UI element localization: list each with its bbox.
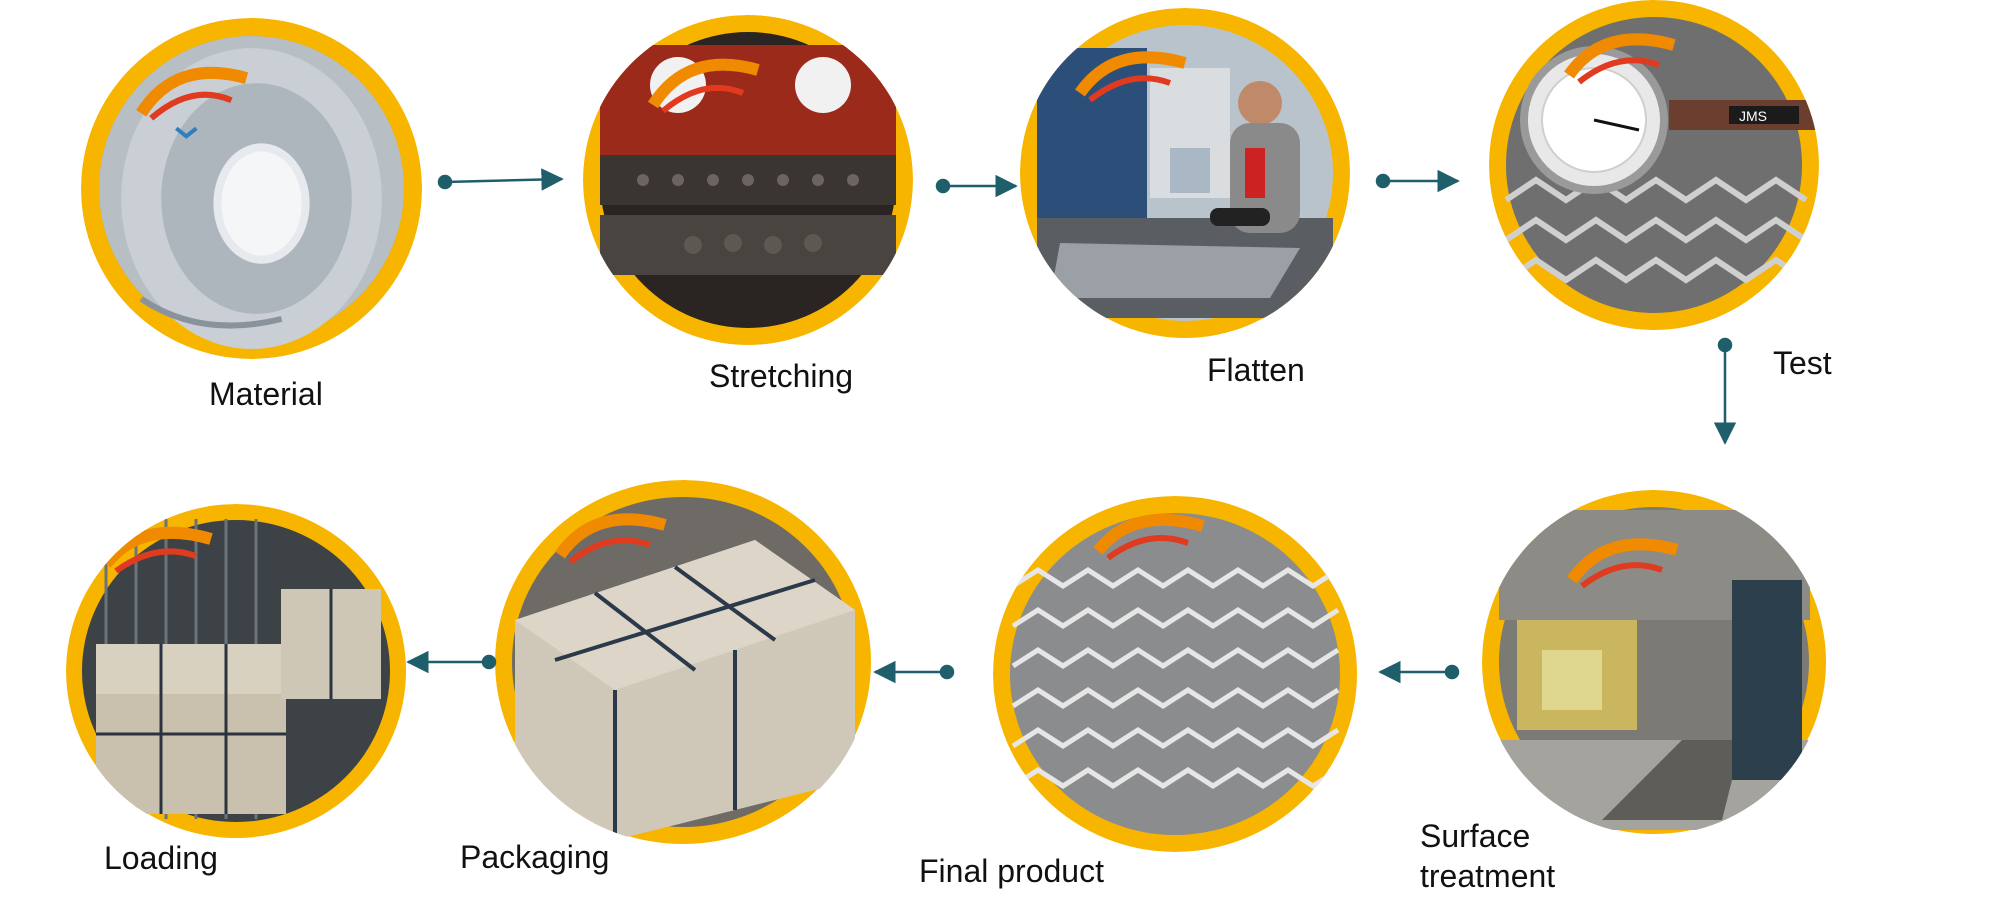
loading-photo (66, 504, 407, 839)
logo-icon (101, 526, 213, 574)
arrow-flatten-to-test (1375, 169, 1460, 193)
arrow-test-to-surface (1713, 337, 1737, 445)
logo-icon (1075, 51, 1187, 103)
surface-treatment-photo (1482, 490, 1827, 835)
expanded-mesh-pattern (1011, 567, 1340, 789)
worker-figure (1210, 81, 1300, 233)
arrow-surface-to-final (1378, 660, 1460, 684)
label-loading: Loading (104, 840, 218, 876)
arrow-packaging-to-loading (406, 650, 497, 674)
loading-container-image (66, 504, 406, 838)
logo-icon (1093, 513, 1205, 561)
test-photo: JMS (1489, 0, 1819, 330)
expanded-mesh-pattern (1504, 176, 1808, 284)
label-surface-line1: Surface (1420, 818, 1531, 854)
logo-icon (555, 513, 667, 565)
label-flatten: Flatten (1207, 352, 1305, 388)
label-surface-line2: treatment (1420, 858, 1556, 894)
label-stretching: Stretching (709, 358, 854, 394)
flatten-photo (1020, 8, 1350, 338)
arrow-final-to-packaging (873, 660, 955, 684)
logo-icon (647, 58, 760, 114)
final-product-photo (993, 496, 1358, 852)
flatten-worker-image (1020, 8, 1350, 338)
packaging-photo (495, 480, 872, 845)
surface-treatment-booth-image (1482, 490, 1826, 834)
svg-text:JMS: JMS (1739, 108, 1767, 124)
label-material: Material (209, 376, 323, 412)
stretching-machine-image (583, 15, 913, 345)
packaging-crates-image (495, 480, 871, 844)
logo-icon (136, 66, 249, 139)
label-surface-treatment: Surface treatment (1420, 816, 1555, 896)
material-photo (81, 18, 422, 359)
arrow-material-to-stretching (437, 168, 564, 191)
label-final-product: Final product (919, 853, 1104, 889)
arrow-stretching-to-flatten (935, 174, 1018, 198)
logo-icon (1567, 538, 1679, 589)
test-caliper-image: JMS (1489, 0, 1819, 330)
label-packaging: Packaging (460, 839, 610, 875)
stretching-photo (583, 15, 913, 345)
logo-icon (1564, 33, 1676, 85)
material-steel-coil-image (81, 18, 422, 359)
final-product-mesh-image (993, 496, 1357, 852)
label-test: Test (1773, 345, 1832, 381)
